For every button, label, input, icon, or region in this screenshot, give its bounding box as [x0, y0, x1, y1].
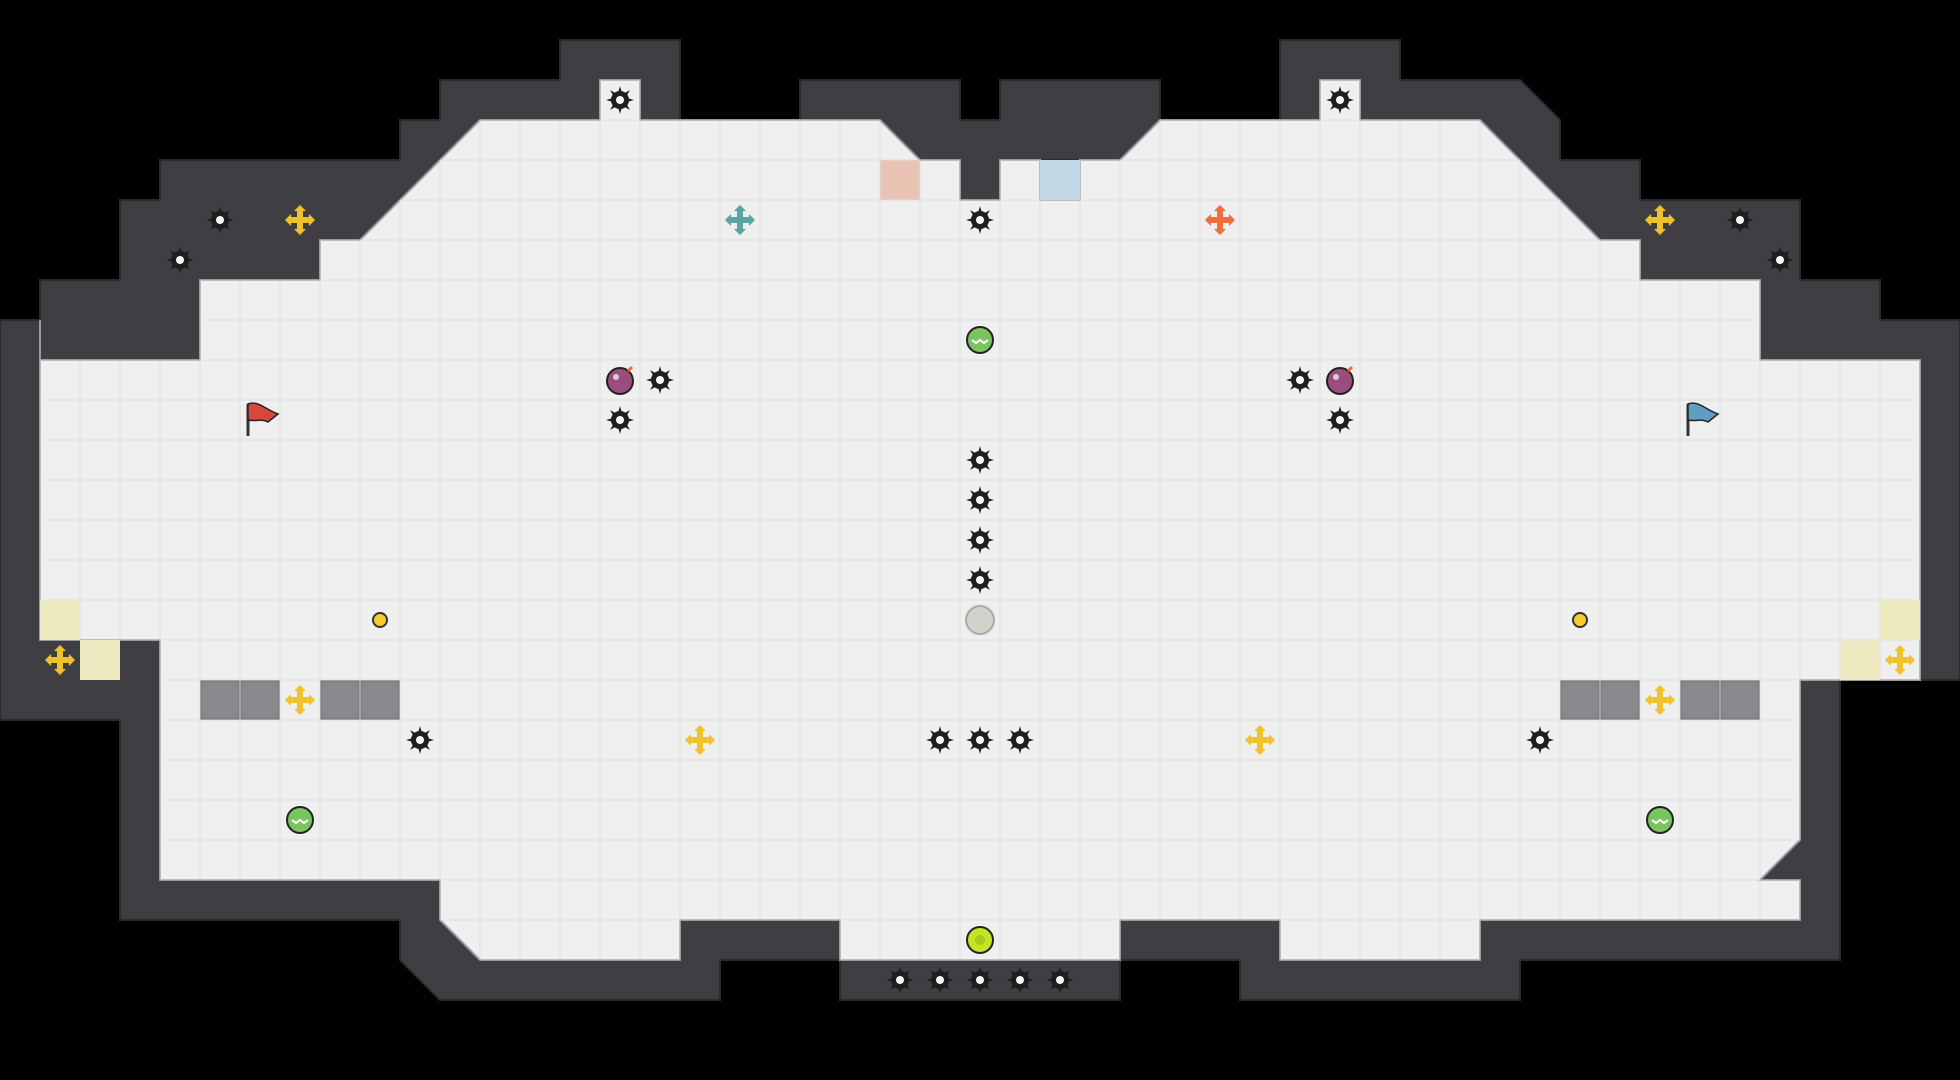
spike-icon: [206, 206, 234, 234]
spike-icon: [1726, 206, 1754, 234]
bomb-icon: [606, 365, 634, 395]
powerup-icon: [286, 806, 314, 834]
spike-icon: [1286, 366, 1314, 394]
spike-icon: [926, 966, 954, 994]
spike-icon: [1326, 406, 1354, 434]
speed-strip-tile: [360, 680, 400, 720]
bomb-icon: [1326, 365, 1354, 395]
spike-icon: [1006, 966, 1034, 994]
spike-icon: [966, 526, 994, 554]
portal-icon: [966, 926, 994, 954]
spike-icon: [1526, 726, 1554, 754]
spike-icon: [1046, 966, 1074, 994]
boost-icon: [1205, 205, 1235, 235]
speed-strip-tile: [1720, 680, 1760, 720]
boost-icon: [685, 725, 715, 755]
spike-icon: [166, 246, 194, 274]
boost-icon: [285, 205, 315, 235]
spike-icon: [606, 86, 634, 114]
boost-icon: [1885, 645, 1915, 675]
button-icon: [372, 612, 388, 628]
spike-icon: [1766, 246, 1794, 274]
spike-icon: [966, 966, 994, 994]
powerup-icon: [966, 326, 994, 354]
spike-icon: [926, 726, 954, 754]
flag-icon: [246, 402, 280, 436]
spike-icon: [886, 966, 914, 994]
boost-icon: [1245, 725, 1275, 755]
speed-strip-tile: [320, 680, 360, 720]
gate-tile: [1880, 600, 1920, 640]
boost-icon: [45, 645, 75, 675]
speed-strip-tile: [200, 680, 240, 720]
boost-icon: [285, 685, 315, 715]
button-icon: [1572, 612, 1588, 628]
speed-strip-tile: [1680, 680, 1720, 720]
spike-icon: [966, 486, 994, 514]
spike-icon: [966, 446, 994, 474]
boost-icon: [1645, 685, 1675, 715]
speed-strip-tile: [1600, 680, 1640, 720]
spike-icon: [966, 206, 994, 234]
speed-strip-tile: [1560, 680, 1600, 720]
speed-strip-tile: [240, 680, 280, 720]
gate-tile: [80, 640, 120, 680]
blue-endzone-tile: [1040, 160, 1080, 200]
spike-icon: [406, 726, 434, 754]
gate-tile: [40, 600, 80, 640]
spike-icon: [646, 366, 674, 394]
spike-icon: [606, 406, 634, 434]
boost-icon: [1645, 205, 1675, 235]
spike-icon: [966, 566, 994, 594]
flag-icon: [1686, 402, 1720, 436]
spike-icon: [1326, 86, 1354, 114]
red-endzone-tile: [880, 160, 920, 200]
neutral-ball-icon: [965, 605, 995, 635]
objects-layer: [45, 86, 1915, 994]
spike-icon: [966, 726, 994, 754]
spike-icon: [1006, 726, 1034, 754]
gate-tile: [1840, 640, 1880, 680]
boost-icon: [725, 205, 755, 235]
powerup-icon: [1646, 806, 1674, 834]
